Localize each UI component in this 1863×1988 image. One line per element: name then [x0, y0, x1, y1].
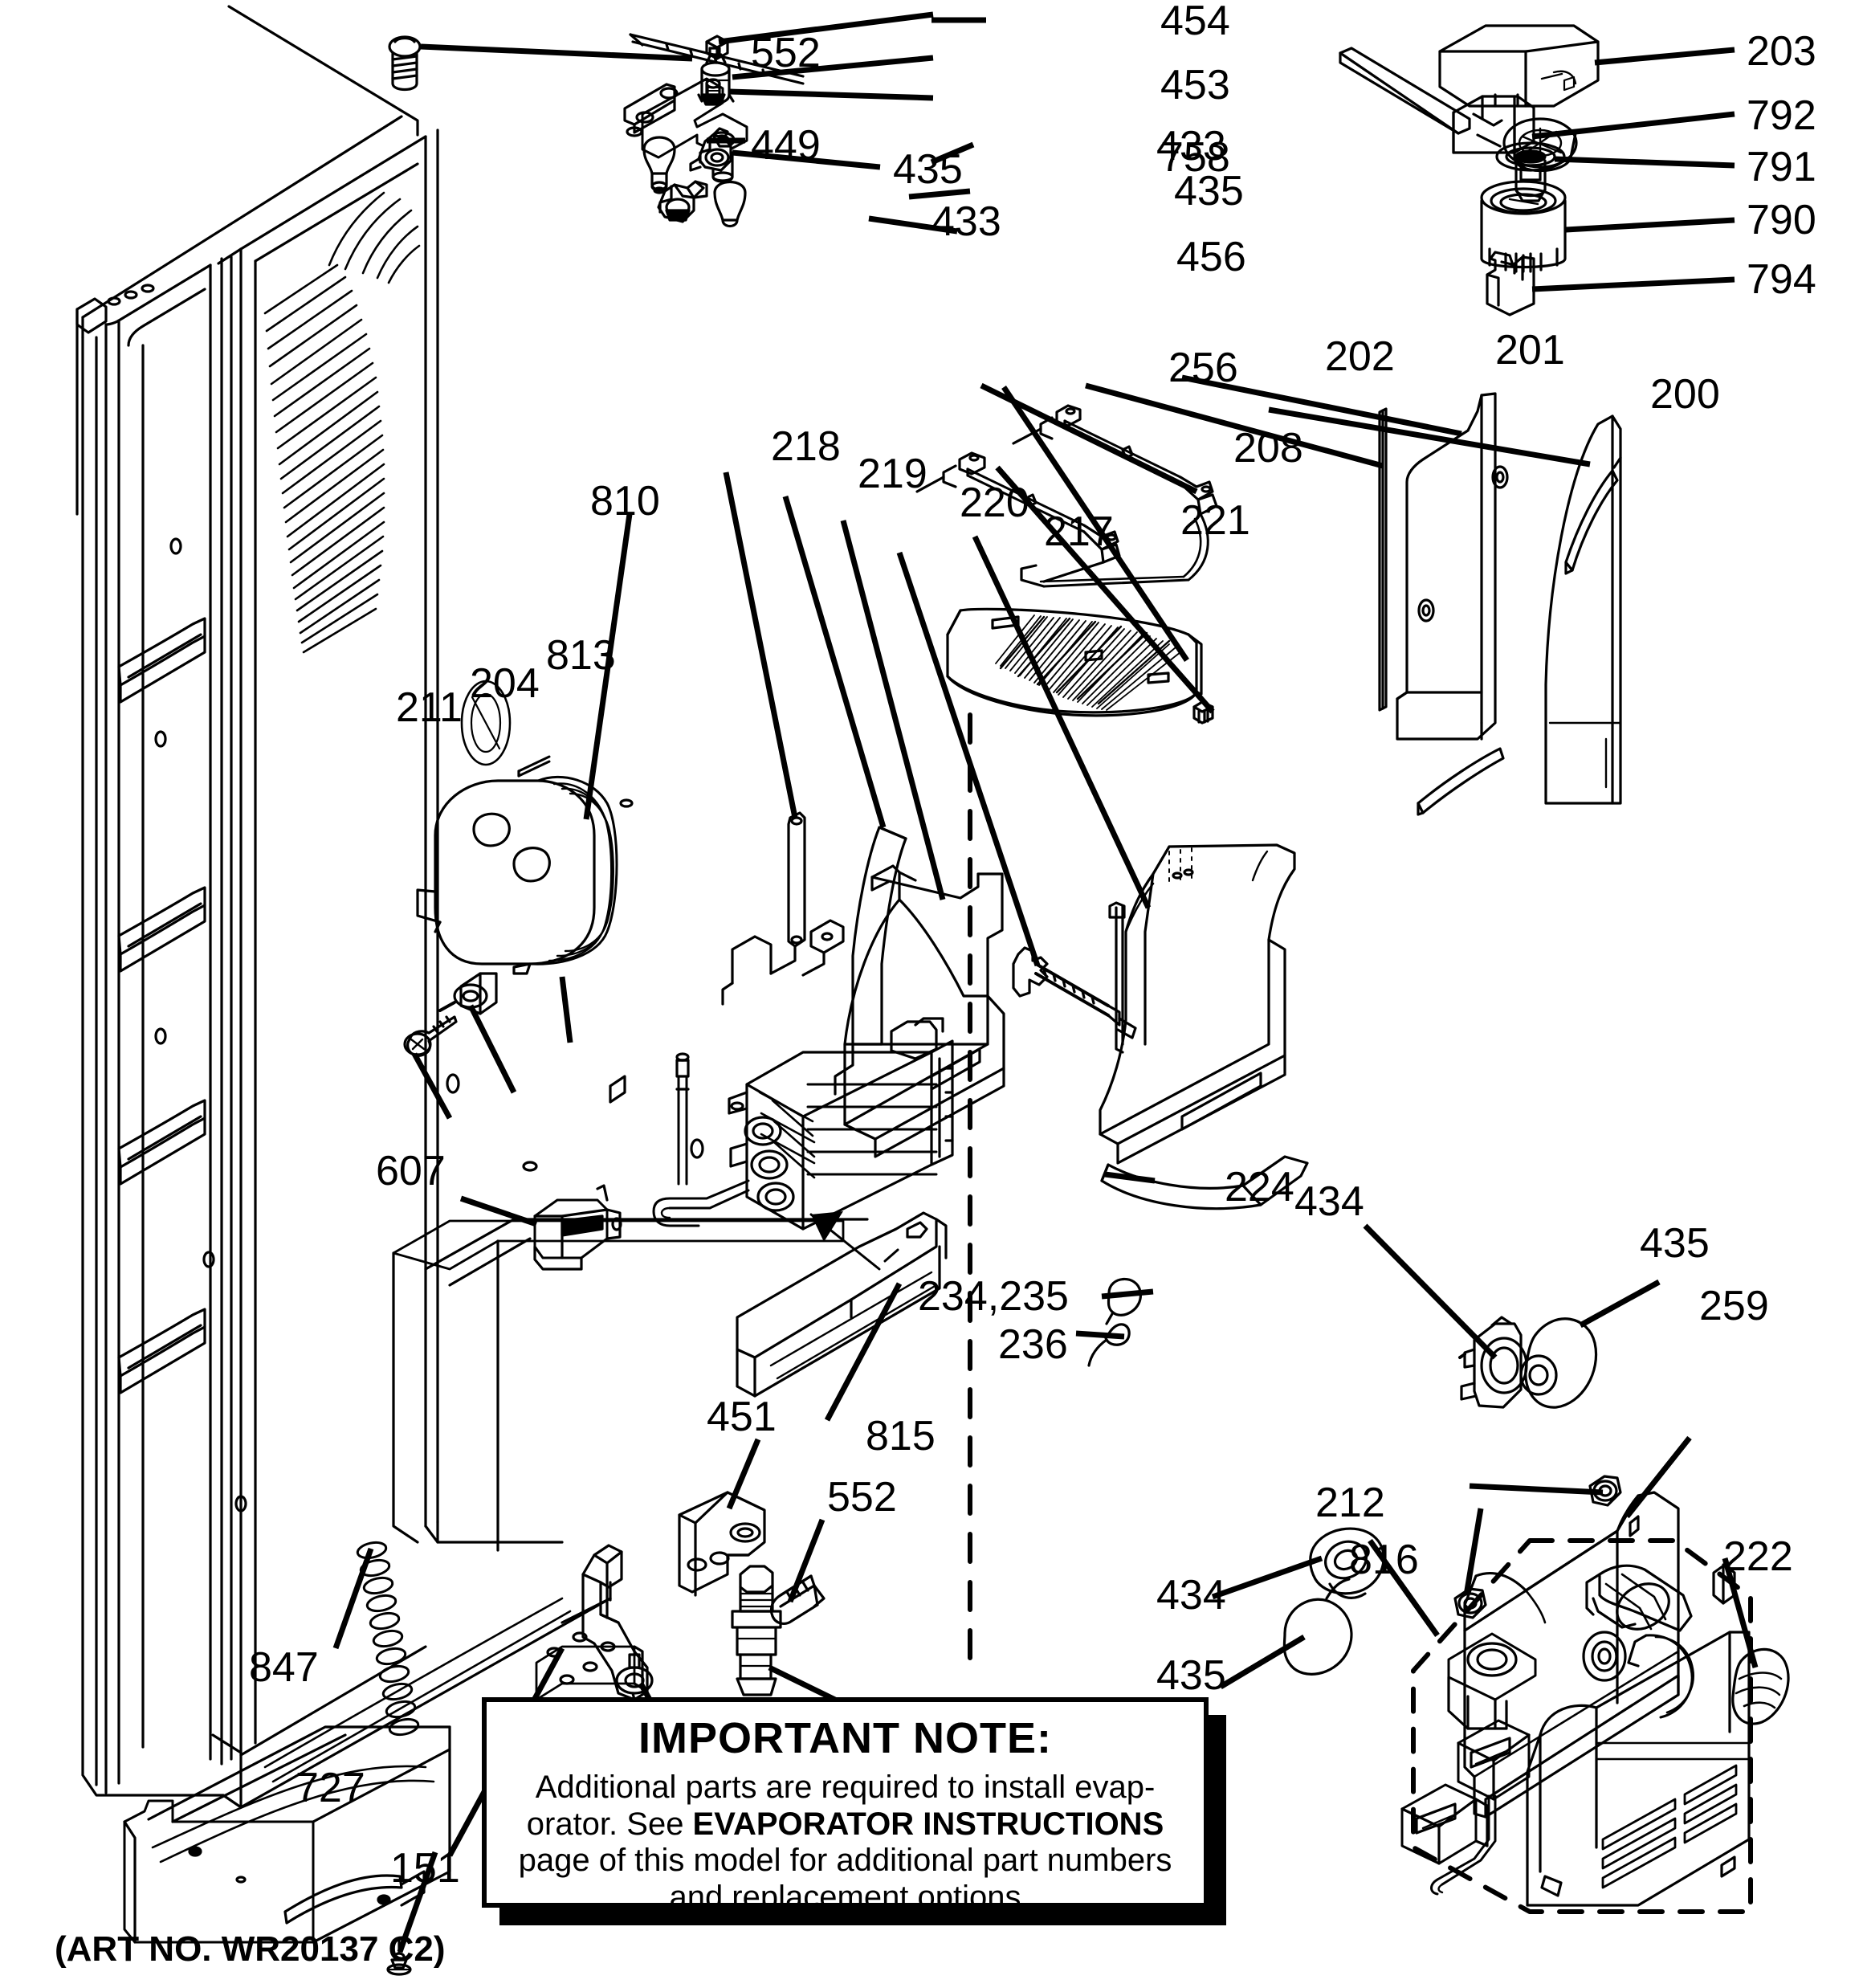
part-451-bracket [678, 1491, 766, 1597]
callout-256: 256 [1168, 345, 1238, 391]
callout-813: 813 [546, 632, 616, 679]
callout-449: 449 [751, 122, 821, 169]
important-note-line-1: Additional parts are required to install… [535, 1770, 1156, 1805]
part-218-bracket [721, 811, 845, 1006]
refrigerator-cabinet [75, 5, 869, 1809]
callout-200: 200 [1650, 371, 1720, 418]
callout-202: 202 [1325, 333, 1395, 380]
part-794-shield [1486, 251, 1535, 316]
part-201-door-liner [1396, 392, 1509, 816]
part-211-screw [403, 1001, 458, 1057]
part-435-bulb-upper [1519, 1317, 1598, 1409]
callout-217: 217 [1044, 508, 1114, 555]
part-453-switch-assembly [629, 33, 805, 106]
part-607-door-switch [533, 1184, 622, 1271]
callout-552-low: 552 [827, 1474, 897, 1521]
callout-208: 208 [1233, 425, 1303, 471]
callout-552-top: 552 [751, 30, 821, 76]
part-256-crisper-cover [946, 607, 1203, 717]
cabinet-rear-wall-hatching [263, 191, 421, 654]
callout-212: 212 [1315, 1480, 1385, 1526]
important-note-line-2: orator. See EVAPORATOR INSTRUCTIONS [487, 1806, 1204, 1843]
callout-221: 221 [1180, 497, 1250, 544]
part-435-bulb-a [642, 136, 676, 194]
door-shelves [117, 617, 206, 1394]
callout-792: 792 [1747, 92, 1816, 139]
part-433-socket-b [657, 180, 708, 223]
important-note-box: IMPORTANT NOTE: Additional parts are req… [482, 1697, 1209, 1915]
part-234-235-thermostat [1105, 1277, 1142, 1325]
callout-204: 204 [470, 660, 540, 707]
part-816-evaporator-assembly [1400, 1538, 1753, 1914]
callout-151: 151 [390, 1845, 460, 1892]
callout-222: 222 [1723, 1533, 1793, 1580]
part-221-duct-cover [1099, 843, 1296, 1165]
part-204-bushing [453, 972, 498, 1015]
part-236-clip [1087, 1323, 1131, 1367]
callout-218: 218 [771, 423, 841, 470]
part-434-socket-lower [1309, 1527, 1385, 1599]
important-note-title: IMPORTANT NOTE: [638, 1714, 1052, 1762]
part-222-knob [1731, 1647, 1790, 1725]
callout-453: 453 [1160, 62, 1230, 108]
part-220-shelf [843, 864, 1005, 1158]
part-435-bulb-lower [1282, 1578, 1353, 1676]
callout-201: 201 [1495, 327, 1565, 374]
callout-794: 794 [1747, 256, 1816, 303]
callout-815: 815 [866, 1413, 936, 1459]
callout-456: 456 [1176, 234, 1246, 280]
callout-234-235: 234,235 [918, 1273, 1069, 1320]
callout-224: 224 [1225, 1164, 1294, 1210]
part-263-leveling-leg [731, 1565, 782, 1696]
part-435-bulb-b [713, 181, 747, 228]
part-810-motor-cover [416, 755, 618, 975]
callout-758: 758 [1160, 134, 1230, 181]
callout-236: 236 [998, 1321, 1068, 1368]
part-842-hinge-arm [581, 1544, 654, 1708]
callout-433-a: 433 [1156, 123, 1226, 169]
callout-211: 211 [396, 684, 463, 731]
callout-810: 810 [590, 478, 660, 525]
callout-791: 791 [1747, 144, 1816, 190]
callout-454: 454 [1160, 0, 1230, 44]
part-203-control-box [1438, 24, 1600, 108]
callout-451: 451 [707, 1394, 777, 1440]
callout-816: 816 [1349, 1537, 1419, 1583]
callout-727: 727 [296, 1765, 365, 1811]
leader-lines [332, 11, 1759, 1953]
note-line2-bold: EVAPORATOR INSTRUCTIONS [692, 1806, 1164, 1842]
callout-607: 607 [376, 1148, 446, 1194]
part-727-toe-grille [123, 1725, 451, 1944]
part-815-evaporator-assembly [652, 1017, 954, 1398]
callout-435-b: 435 [1174, 168, 1244, 214]
dashed-boundary [1411, 1538, 1753, 1914]
part-202-trim-strip [1378, 407, 1388, 712]
callout-433-b: 433 [932, 198, 1001, 245]
callout-435-c: 435 [1640, 1220, 1710, 1267]
part-200-door-liner [1544, 414, 1622, 805]
callout-434-b: 434 [1156, 1572, 1226, 1619]
part-792-auger-housing [1339, 47, 1578, 172]
callout-219: 219 [858, 451, 927, 497]
important-note-line-3: page of this model for additional part n… [518, 1843, 1172, 1879]
callout-847: 847 [249, 1644, 319, 1691]
callout-434-a: 434 [1294, 1178, 1364, 1225]
important-note-line-4: and replacement options [669, 1879, 1021, 1915]
art-number: (ART NO. WR20137 C2) [55, 1929, 446, 1969]
callout-435-a: 435 [893, 146, 963, 193]
callout-790: 790 [1747, 197, 1816, 243]
note-line2-prefix: orator. See [526, 1806, 693, 1842]
part-847-spring [356, 1541, 420, 1737]
callout-435-d: 435 [1156, 1652, 1226, 1699]
callout-220: 220 [960, 480, 1029, 526]
callout-203: 203 [1747, 28, 1816, 75]
part-552-screw-top [388, 35, 422, 92]
callout-259: 259 [1699, 1283, 1769, 1329]
